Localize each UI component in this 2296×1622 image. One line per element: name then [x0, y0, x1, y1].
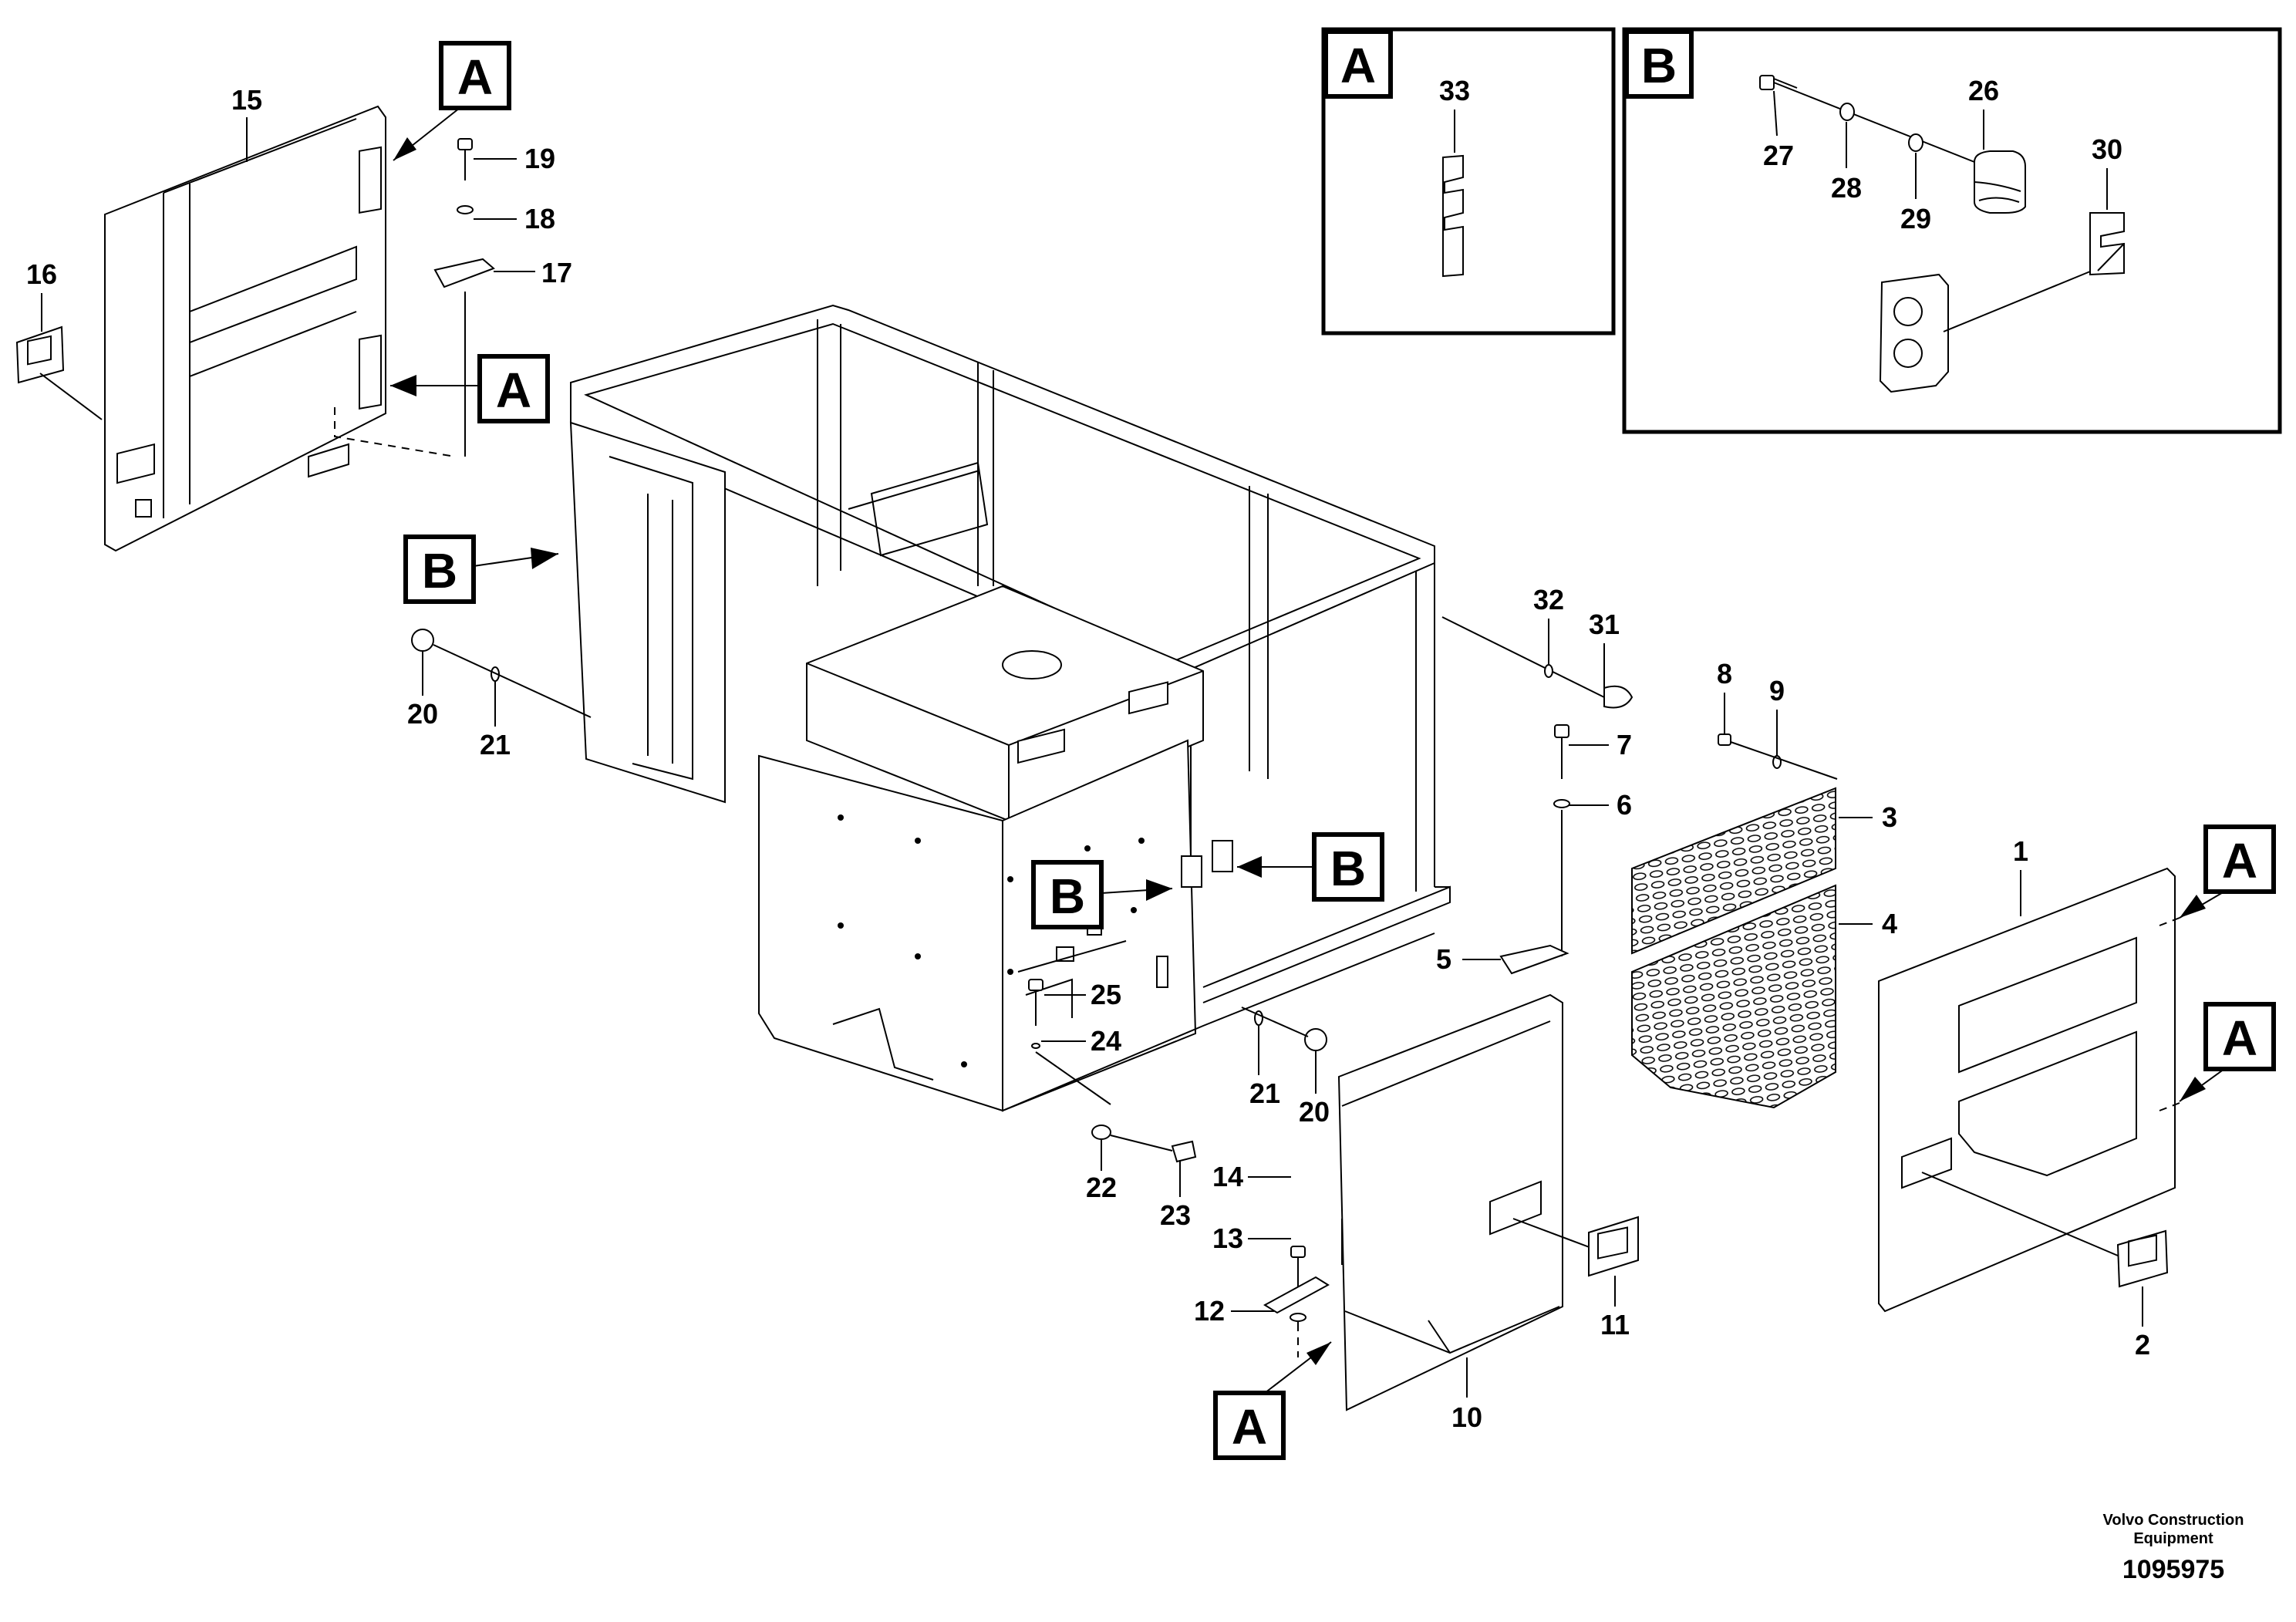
drawing-footer: Volvo Construction Equipment 1095975 — [2103, 1512, 2244, 1584]
label-23: 23 — [1160, 1199, 1191, 1231]
washer-29 — [1908, 133, 1923, 152]
svg-text:B: B — [422, 543, 457, 599]
label-32: 32 — [1533, 584, 1564, 615]
label-30: 30 — [2092, 133, 2122, 165]
label-18: 18 — [524, 203, 555, 234]
grille-4 — [1631, 884, 1836, 1109]
label-21b: 21 — [1249, 1077, 1280, 1109]
label-1: 1 — [2013, 835, 2028, 867]
door-stop-hardware — [433, 138, 495, 457]
svg-text:A: A — [457, 49, 493, 105]
part-labels: 15 16 19 18 17 20 21 32 31 8 9 7 6 5 3 4… — [26, 75, 2150, 1433]
label-27: 27 — [1763, 140, 1794, 171]
label-10: 10 — [1451, 1401, 1482, 1433]
label-13: 13 — [1212, 1222, 1243, 1254]
callout-a-door15-lower: A — [390, 354, 550, 423]
callout-a-door1-lower: A — [2179, 1002, 2276, 1102]
label-12: 12 — [1194, 1295, 1225, 1327]
label-8: 8 — [1717, 658, 1732, 690]
label-14: 14 — [1212, 1161, 1243, 1192]
label-24: 24 — [1091, 1025, 1121, 1057]
svg-text:A: A — [496, 363, 531, 418]
company-name-line1: Volvo Construction — [2103, 1512, 2244, 1529]
label-31: 31 — [1589, 609, 1620, 640]
side-door-15 — [104, 105, 456, 552]
front-fasteners — [1028, 979, 1197, 1163]
label-25: 25 — [1091, 979, 1121, 1010]
label-28: 28 — [1831, 172, 1862, 204]
label-17: 17 — [541, 257, 572, 288]
callout-b-rear: B — [403, 534, 559, 604]
company-name-line2: Equipment — [2133, 1530, 2213, 1547]
label-7: 7 — [1617, 729, 1632, 760]
label-20b: 20 — [1299, 1096, 1330, 1128]
drawing-number: 1095975 — [2122, 1555, 2224, 1584]
label-21a: 21 — [480, 729, 511, 760]
callout-a-door15: A — [393, 41, 511, 161]
label-9: 9 — [1769, 675, 1785, 706]
callout-a-door1-upper: A — [2179, 824, 2276, 919]
svg-text:B: B — [1330, 841, 1366, 896]
bump-stop-31 — [1441, 616, 1633, 709]
latch-16 — [15, 325, 103, 420]
label-29: 29 — [1900, 203, 1931, 234]
label-19: 19 — [524, 143, 555, 174]
svg-text:A: A — [2222, 1010, 2257, 1066]
latch-2 — [2116, 1229, 2169, 1288]
label-26: 26 — [1968, 75, 1999, 106]
detail-view-b: B — [1622, 27, 2282, 434]
label-6: 6 — [1617, 789, 1632, 821]
detail-b-letter: B — [1641, 38, 1677, 93]
latch-block-26 — [1974, 150, 2026, 214]
label-15: 15 — [231, 84, 262, 116]
label-3: 3 — [1882, 801, 1897, 833]
svg-text:A: A — [2222, 833, 2257, 889]
mid-fasteners — [1241, 1007, 1327, 1051]
door-latch-hardware — [1499, 724, 1570, 975]
rubber-buffer — [1879, 273, 1949, 393]
side-door-1 — [1878, 867, 2180, 1313]
label-16: 16 — [26, 258, 57, 290]
svg-text:B: B — [1050, 868, 1085, 924]
callout-b-left: B — [1031, 860, 1173, 929]
label-4: 4 — [1882, 908, 1897, 939]
door-stop-hardware-lower — [1263, 1246, 1330, 1357]
detail-view-a: A — [1321, 27, 1616, 336]
detail-a-letter: A — [1340, 38, 1376, 93]
cab-frame — [569, 304, 1451, 1112]
callout-a-door10: A — [1213, 1341, 1332, 1460]
label-2: 2 — [2135, 1329, 2150, 1361]
label-5: 5 — [1436, 943, 1451, 975]
latch-11 — [1588, 1216, 1639, 1277]
spacer-shim-33 — [1442, 154, 1464, 278]
callout-b-right: B — [1237, 832, 1384, 902]
side-door-10 — [1337, 993, 1600, 1411]
side-fasteners-left — [411, 629, 592, 718]
shim-30 — [2089, 212, 2125, 276]
label-20a: 20 — [407, 698, 438, 730]
label-11: 11 — [1600, 1309, 1630, 1340]
label-22: 22 — [1086, 1172, 1117, 1203]
grille-fasteners — [1718, 733, 1838, 780]
svg-text:A: A — [1232, 1399, 1267, 1455]
washer-28 — [1839, 103, 1855, 121]
label-33: 33 — [1439, 75, 1470, 106]
grille-3 — [1631, 787, 1836, 955]
screw-27 — [1759, 75, 1975, 163]
